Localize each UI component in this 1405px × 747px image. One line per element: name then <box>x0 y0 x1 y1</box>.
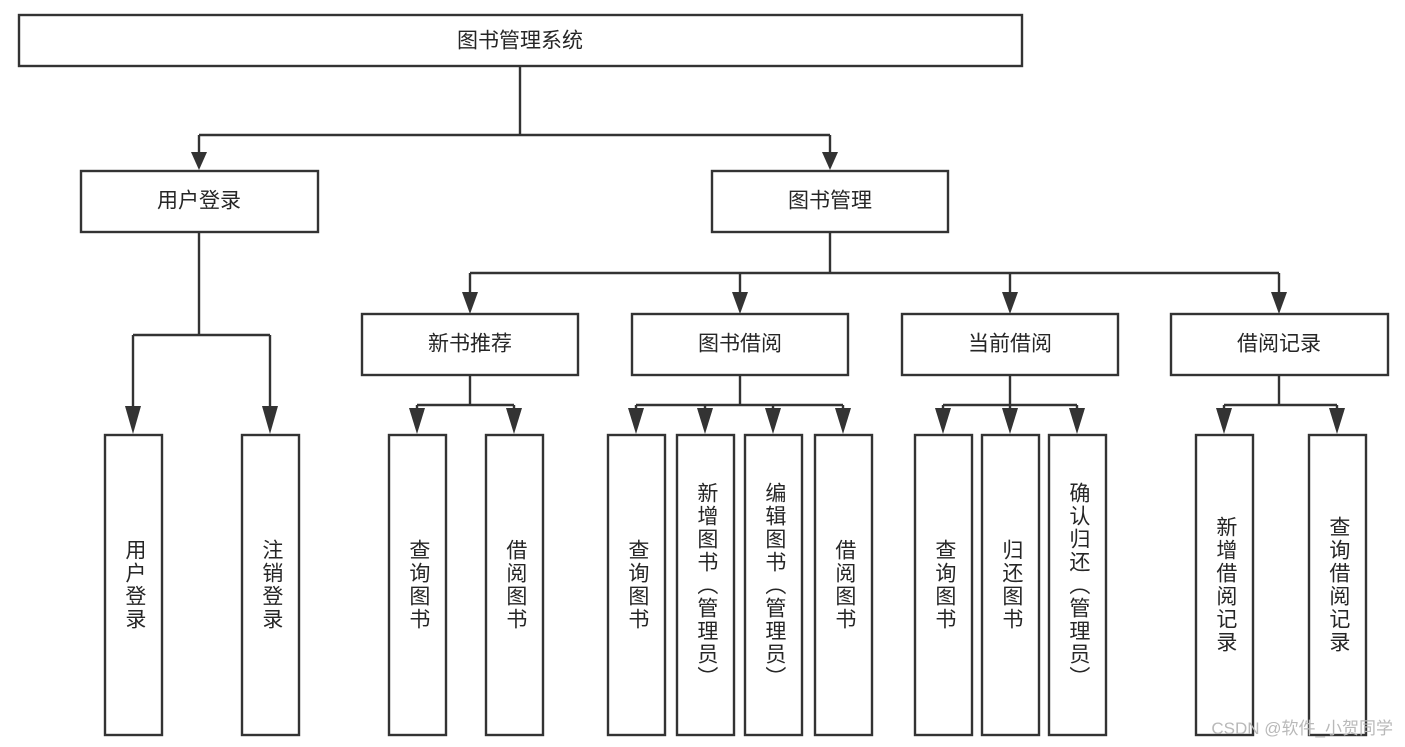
leaf-query-record-label: 查询借阅记录 <box>1326 516 1350 654</box>
arrow-leaf-confirm-return <box>1069 408 1085 434</box>
leaf-user-login-box[interactable] <box>103 433 164 737</box>
node-new-book-recommend-box[interactable] <box>360 312 580 377</box>
arrow-leaf-edit-book <box>765 408 781 434</box>
arrow-new-book-recommend <box>462 292 478 314</box>
arrow-leaf-add-book <box>697 408 713 434</box>
connector-group <box>125 67 1345 434</box>
leaf-confirm-return-label: 确认归还（管理员） <box>1066 481 1090 689</box>
leaf-query-book-2-label: 查询图书 <box>625 539 649 631</box>
arrow-leaf-query-book-2 <box>628 408 644 434</box>
leaf-return-book-label: 归还图书 <box>999 539 1023 631</box>
leaf-edit-book-label: 编辑图书（管理员） <box>762 481 786 689</box>
node-current-borrow-box[interactable] <box>900 312 1120 377</box>
leaf-borrow-book-1-label: 借阅图书 <box>503 539 527 631</box>
node-borrow-record-label: 借阅记录 <box>1237 333 1321 356</box>
arrow-leaf-query-record <box>1329 408 1345 434</box>
node-current-borrow[interactable]: 当前借阅 <box>900 312 1120 377</box>
node-new-book-recommend-label: 新书推荐 <box>428 333 512 356</box>
node-book-manage[interactable]: 图书管理 <box>710 169 950 234</box>
leaf-query-record-box[interactable] <box>1307 433 1368 737</box>
arrow-leaf-return-book <box>1002 408 1018 434</box>
leaf-query-book-3-box[interactable] <box>913 433 974 737</box>
arrow-leaf-logout <box>262 406 278 434</box>
leaf-confirm-return-box[interactable] <box>1047 433 1108 737</box>
node-root[interactable]: 图书管理系统 <box>17 13 1024 68</box>
node-new-book-recommend[interactable]: 新书推荐 <box>360 312 580 377</box>
node-root-label: 图书管理系统 <box>457 30 583 53</box>
arrow-leaf-add-record <box>1216 408 1232 434</box>
arrow-leaf-borrow-book-2 <box>835 408 851 434</box>
leaf-add-book-label: 新增图书（管理员） <box>694 481 718 689</box>
node-book-manage-label: 图书管理 <box>788 190 872 213</box>
arrow-leaf-query-book-1 <box>409 408 425 434</box>
node-user-login[interactable]: 用户登录 <box>79 169 320 234</box>
leaf-borrow-book-1-box[interactable] <box>484 433 545 737</box>
node-borrow-record[interactable]: 借阅记录 <box>1169 312 1390 377</box>
node-book-borrow[interactable]: 图书借阅 <box>630 312 850 377</box>
leaf-user-login-label: 用户登录 <box>122 539 146 631</box>
leaf-add-record-label: 新增借阅记录 <box>1213 516 1237 654</box>
node-book-borrow-label: 图书借阅 <box>698 333 782 356</box>
leaf-boxes-group <box>103 433 1368 737</box>
leaf-borrow-book-2-label: 借阅图书 <box>832 539 856 631</box>
leaf-borrow-book-2-box[interactable] <box>813 433 874 737</box>
node-current-borrow-label: 当前借阅 <box>968 333 1052 356</box>
arrow-book-borrow <box>732 292 748 314</box>
leaf-query-book-1-box[interactable] <box>387 433 448 737</box>
arrow-leaf-borrow-book-1 <box>506 408 522 434</box>
arrow-to-book-manage <box>822 152 838 170</box>
node-user-login-box[interactable] <box>79 169 320 234</box>
leaf-logout-label: 注销登录 <box>259 539 283 631</box>
csdn-watermark: CSDN @软件_小贺同学 <box>1211 719 1393 738</box>
arrow-to-user-login <box>191 152 207 170</box>
node-book-borrow-box[interactable] <box>630 312 850 377</box>
node-book-manage-box[interactable] <box>710 169 950 234</box>
arrow-leaf-query-book-3 <box>935 408 951 434</box>
leaf-logout-box[interactable] <box>240 433 301 737</box>
leaf-add-record-box[interactable] <box>1194 433 1255 737</box>
arrow-leaf-user-login <box>125 406 141 434</box>
leaf-edit-book-box[interactable] <box>743 433 804 737</box>
leaf-query-book-2-box[interactable] <box>606 433 667 737</box>
node-root-box[interactable] <box>17 13 1024 68</box>
leaf-query-book-1-label: 查询图书 <box>406 539 430 631</box>
node-borrow-record-box[interactable] <box>1169 312 1390 377</box>
leaf-query-book-3-label: 查询图书 <box>932 539 956 631</box>
arrow-borrow-record <box>1271 292 1287 314</box>
arrow-current-borrow <box>1002 292 1018 314</box>
leaf-add-book-box[interactable] <box>675 433 736 737</box>
node-user-login-label: 用户登录 <box>157 190 241 213</box>
leaf-return-book-box[interactable] <box>980 433 1041 737</box>
